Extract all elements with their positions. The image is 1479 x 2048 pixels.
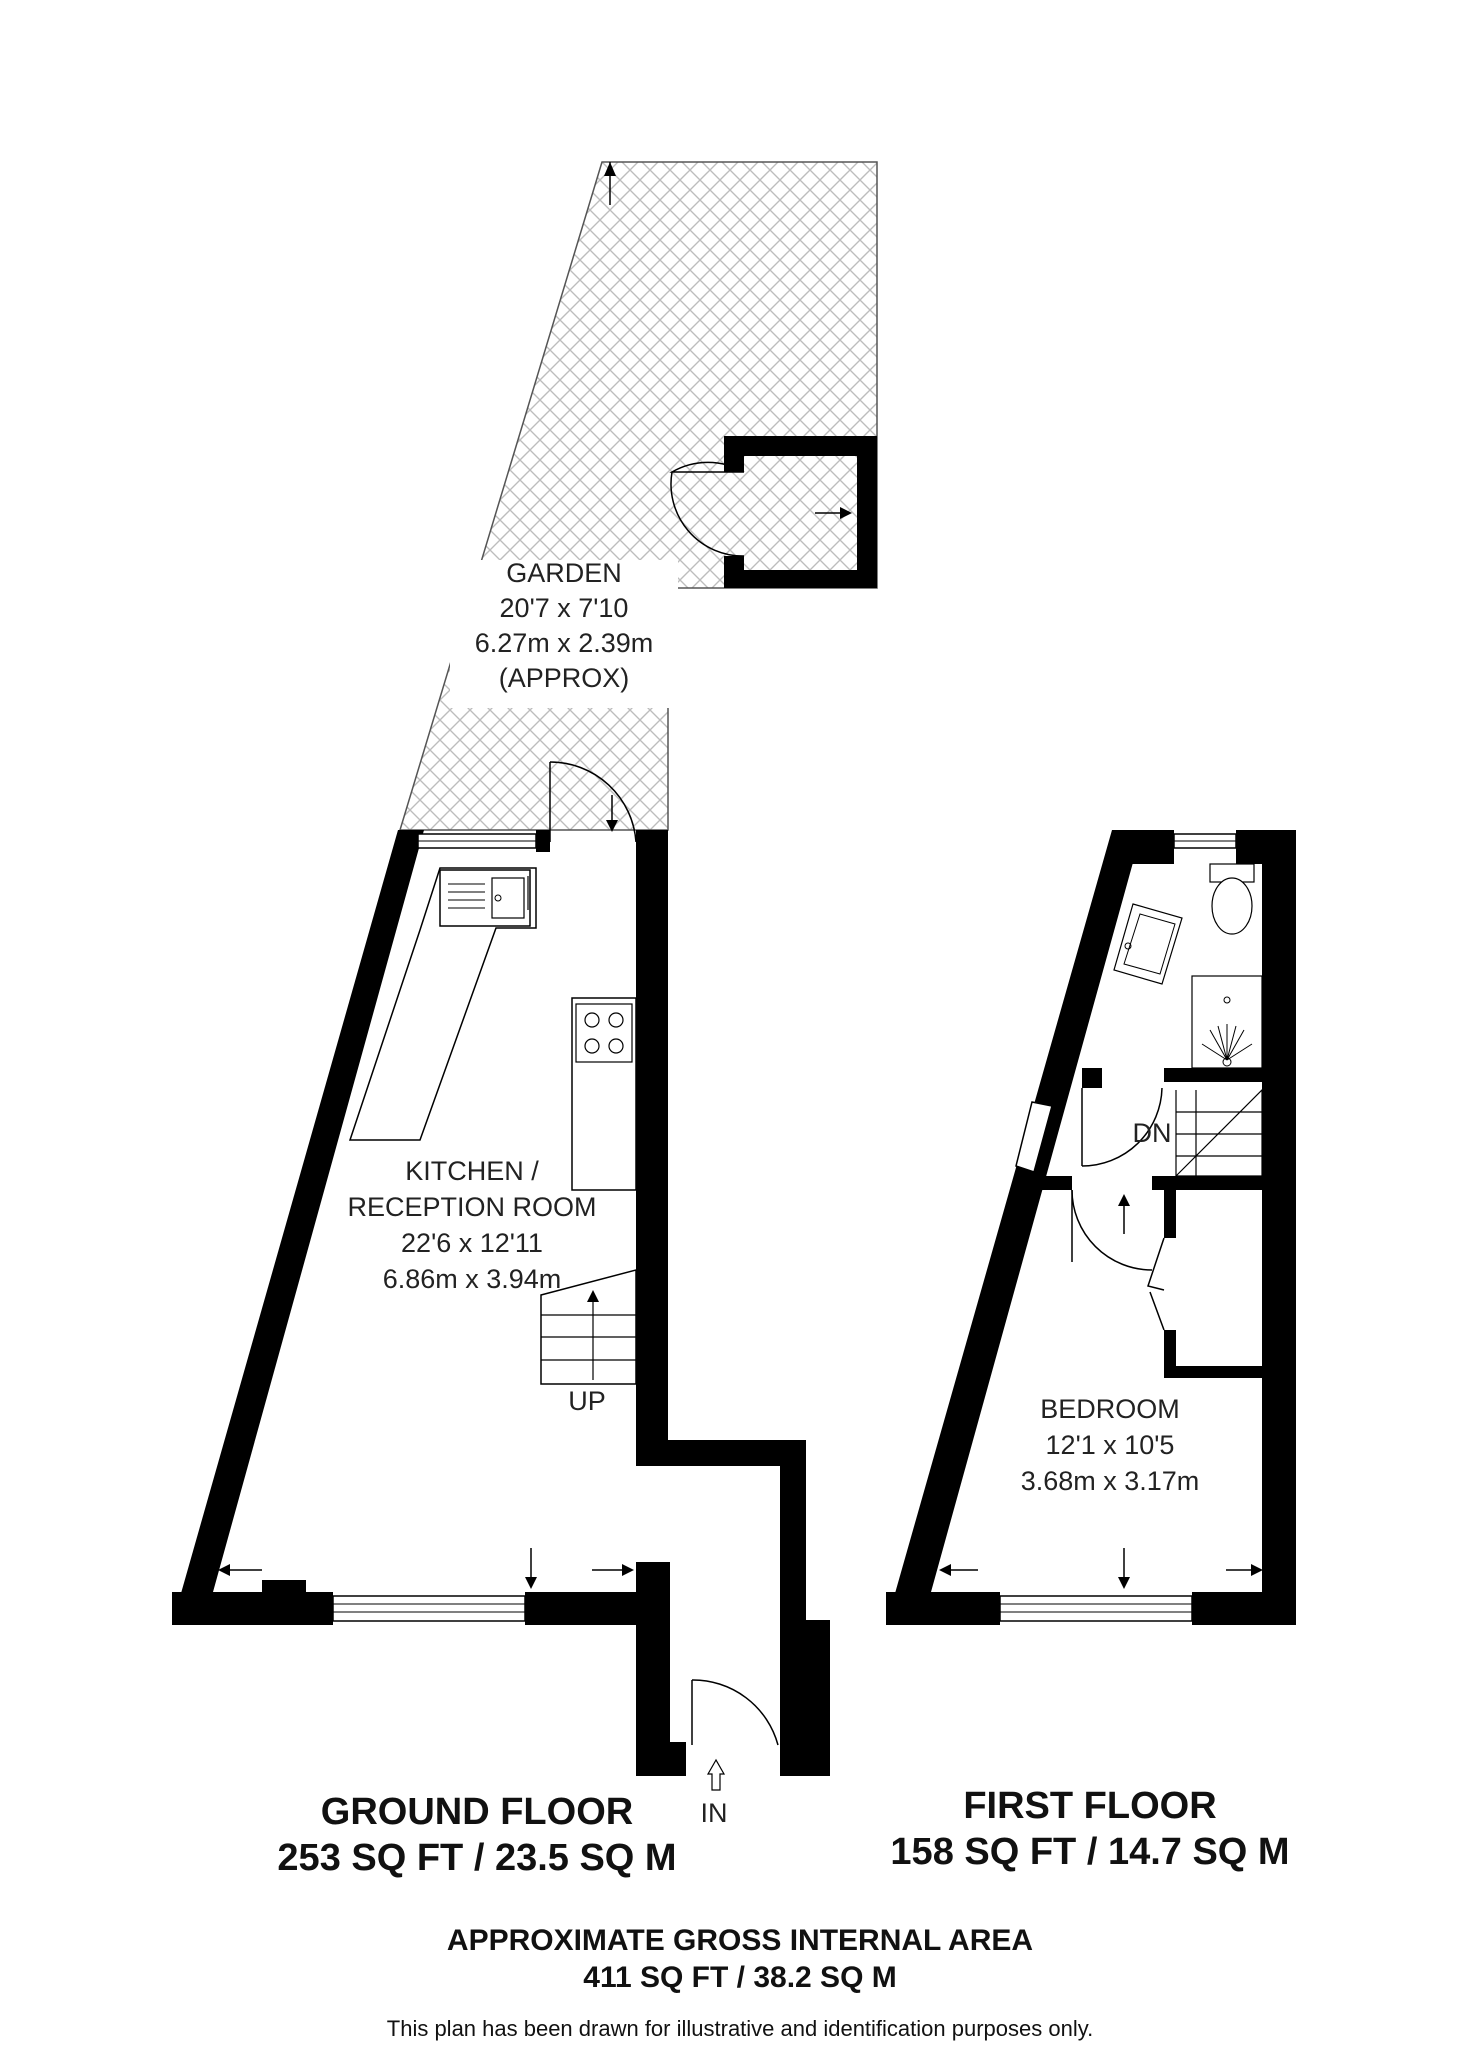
first-floor-walls <box>886 830 1296 1625</box>
total-area-title: APPROXIMATE GROSS INTERNAL AREA <box>447 1924 1033 1957</box>
entrance-door <box>691 1679 779 1791</box>
toilet-icon <box>1211 877 1253 935</box>
stairs-up-label: UP <box>568 1386 606 1416</box>
entrance-arrow-icon <box>706 1758 726 1791</box>
disclaimer: This plan has been drawn for illustrativ… <box>387 2016 1093 2041</box>
arrow-head-icon <box>606 820 618 832</box>
first-floor-dimension-arrows <box>939 1548 1263 1589</box>
sink-icon <box>439 869 531 927</box>
bedroom-label: BEDROOM 12'1 x 10'5 3.68m x 3.17m <box>1021 1394 1200 1496</box>
kitchen-metric: 6.86m x 3.94m <box>383 1264 562 1294</box>
stairs-up <box>540 1269 637 1385</box>
garden-note: (APPROX) <box>499 663 630 693</box>
garden-label: GARDEN 20'7 x 7'10 6.27m x 2.39m (APPROX… <box>475 558 654 693</box>
garden-metric: 6.27m x 2.39m <box>475 628 654 658</box>
garden-label-backing <box>450 560 678 708</box>
arrow-head-icon <box>1118 1194 1130 1206</box>
arrow-head-icon <box>604 162 616 176</box>
first-floor-title: FIRST FLOOR <box>963 1785 1216 1827</box>
first-floor-area: 158 SQ FT / 14.7 SQ M <box>890 1831 1289 1873</box>
garden-area <box>398 161 878 831</box>
kitchen-name-line2: RECEPTION ROOM <box>347 1192 596 1222</box>
kitchen-name-line1: KITCHEN / <box>405 1156 539 1186</box>
first-floor-windows <box>999 833 1237 1622</box>
ground-floor-title-block: GROUND FLOOR 253 SQ FT / 23.5 SQ M <box>277 1791 676 1879</box>
arrow-head-icon <box>587 1290 599 1302</box>
first-floor-doors <box>1071 1087 1165 1331</box>
rear-door <box>549 761 637 843</box>
ground-floor-windows <box>332 833 537 1622</box>
ground-floor-title: GROUND FLOOR <box>321 1791 633 1833</box>
bathroom-fittings <box>1113 863 1263 1069</box>
bedroom-name: BEDROOM <box>1040 1394 1180 1424</box>
arrow-head-icon <box>840 507 852 519</box>
kitchen-fittings <box>348 867 637 1191</box>
entrance-label: IN <box>701 1798 728 1828</box>
kitchen-imperial: 22'6 x 12'11 <box>401 1228 543 1258</box>
ground-floor-dimension-arrows <box>218 1548 634 1589</box>
total-area-value: 411 SQ FT / 38.2 SQ M <box>583 1961 896 1994</box>
first-floor-title-block: FIRST FLOOR 158 SQ FT / 14.7 SQ M <box>890 1785 1289 1873</box>
ground-floor-area: 253 SQ FT / 23.5 SQ M <box>277 1837 676 1879</box>
garden-store <box>669 436 877 588</box>
hob-icon <box>575 1003 633 1063</box>
stairs-down-label: DN <box>1133 1118 1172 1148</box>
kitchen-label: KITCHEN / RECEPTION ROOM 22'6 x 12'11 6.… <box>347 1156 596 1294</box>
garden-name: GARDEN <box>506 558 622 588</box>
stairs-down <box>1174 1088 1263 1177</box>
bedroom-imperial: 12'1 x 10'5 <box>1046 1430 1175 1460</box>
ground-floor-walls <box>172 830 830 1776</box>
total-area-block: APPROXIMATE GROSS INTERNAL AREA 411 SQ F… <box>447 1924 1033 1994</box>
bedroom-metric: 3.68m x 3.17m <box>1021 1466 1200 1496</box>
basin-icon <box>1113 903 1183 985</box>
garden-imperial: 20'7 x 7'10 <box>500 593 629 623</box>
